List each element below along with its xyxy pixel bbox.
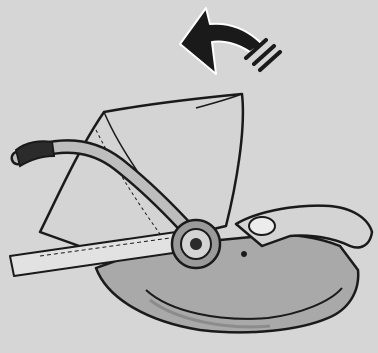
handle-pivot [172, 220, 220, 268]
release-button [249, 217, 275, 235]
rivet [241, 251, 247, 257]
